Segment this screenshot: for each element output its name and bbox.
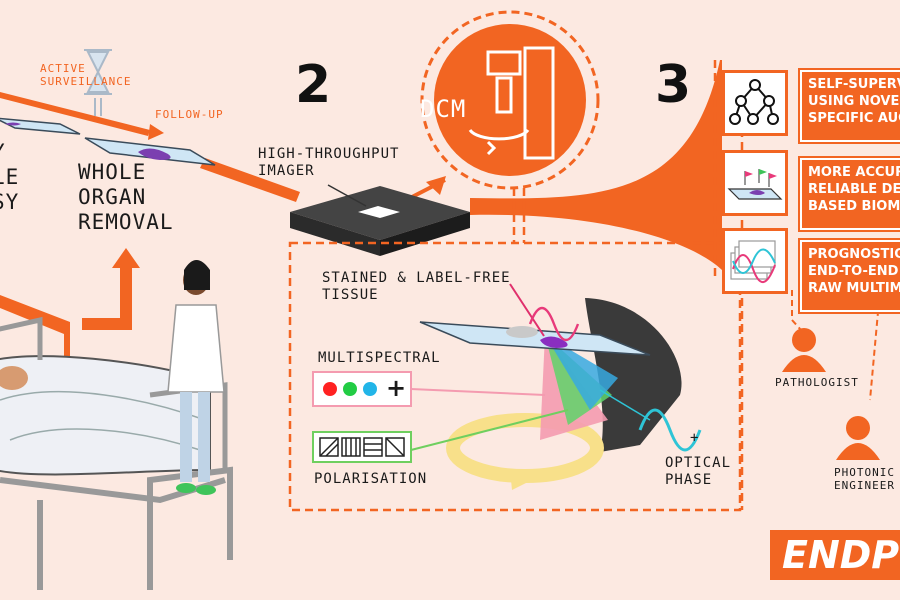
- imager-label: HIGH-THROUGHPUT IMAGER: [258, 146, 400, 179]
- arrow-to-imager: [200, 158, 300, 202]
- active-surveillance-label: ACTIVE SURVEILLANCE: [40, 62, 132, 89]
- follow-up-arrowhead: [148, 124, 164, 140]
- dcm-microscope-circle: [420, 10, 600, 195]
- surveillance-line: [0, 92, 150, 136]
- multispectral-plus: +: [386, 374, 408, 402]
- multispectral-label: MULTISPECTRAL: [318, 350, 441, 366]
- panel-prognostic: PROGNOSTIC END-TO-END T RAW MULTIMO: [800, 240, 900, 312]
- step-number-2: 2: [295, 55, 332, 115]
- dcm-label: DCM: [420, 95, 467, 123]
- biopsy-slide: [0, 117, 81, 135]
- brand-logo: ENDP: [770, 530, 900, 580]
- hospital-bed: [0, 316, 233, 590]
- photonics-engineer-icon: [836, 416, 880, 460]
- panel-more-accurate: MORE ACCURA RELIABLE DEE BASED BIOMA: [800, 158, 900, 230]
- detector-arc: [585, 298, 682, 452]
- tissue-label: STAINED & LABEL-FREE TISSUE: [322, 270, 511, 303]
- multimodal-stack-icon: [730, 240, 776, 283]
- whole-organ-removal-label: WHOLE ORGAN REMOVAL: [78, 160, 174, 235]
- polarisation-icon: [312, 431, 412, 463]
- biopsy-label: Y LE SY: [0, 140, 20, 215]
- network-tile: [722, 70, 788, 136]
- pathologist-label: PATHOLOGIST: [775, 376, 859, 389]
- hourglass-icon: [84, 49, 112, 116]
- doctor-figure: [167, 260, 225, 495]
- polarisation-label: POLARISATION: [314, 471, 428, 487]
- pathologist-icon: [782, 328, 826, 372]
- follow-up-label: FOLLOW-UP: [155, 108, 224, 121]
- dcm-to-imager-arrow: [409, 178, 446, 200]
- annotated-slide-icon: [727, 169, 783, 200]
- annotated-slide-tile: [722, 150, 788, 216]
- pathologist-connector: [791, 290, 811, 341]
- optical-phase-label: OPTICAL PHASE: [665, 455, 732, 488]
- step-number-3: 3: [655, 55, 692, 115]
- multimodal-stack-tile: [722, 228, 788, 294]
- photonics-engineer-label: PHOTONIC ENGINEER: [834, 466, 895, 493]
- network-icon: [729, 79, 779, 125]
- funnel-shape: [470, 60, 722, 270]
- panel-self-supervised: SELF-SUPERVI USING NOVEL SPECIFIC AUG: [800, 70, 900, 142]
- organ-slide: [84, 137, 216, 166]
- patient-flow-arrow: [0, 248, 140, 372]
- phase-wave-icon: [638, 408, 702, 452]
- imager-device: [290, 186, 470, 256]
- imager-leader: [327, 184, 367, 207]
- phase-plus: +: [690, 430, 700, 446]
